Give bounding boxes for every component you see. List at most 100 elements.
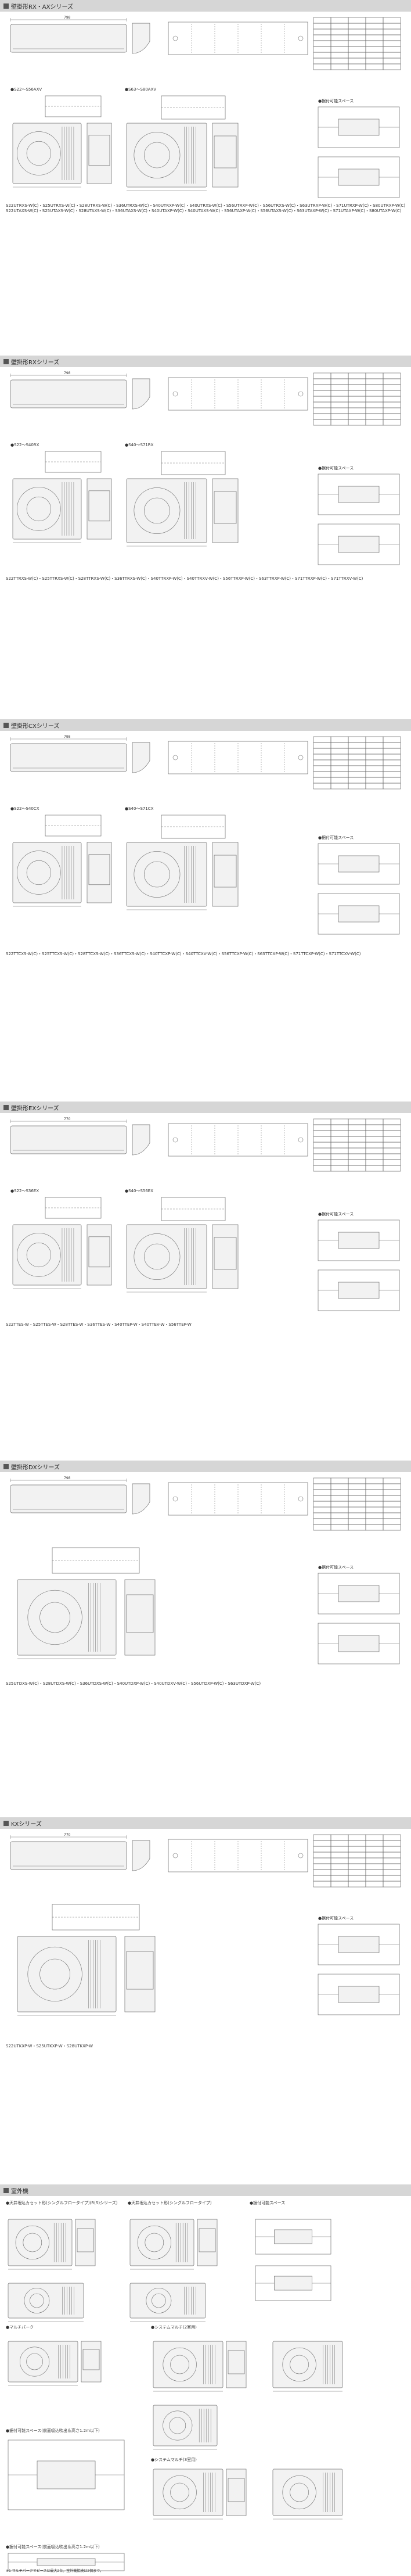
pipe-hole [172,1137,178,1143]
outdoor-unit-front [12,842,82,903]
indoor-unit-back [168,377,308,411]
spec-table-cell [348,1130,366,1137]
section-ex: 壁掛形EXシリーズ [0,1102,411,1459]
installation-space-title: ●据付可能スペース [318,835,354,840]
spec-table-cell [313,23,331,30]
spec-table-cell [383,1142,401,1149]
pipe-hole [298,1137,304,1143]
section-header: 壁掛形RX・AXシリーズ [0,0,411,12]
spec-table-cell [365,419,384,426]
installation-space-unit [338,1282,380,1299]
spec-table-cell [348,1142,366,1149]
spec-table-cell [313,40,331,47]
outdoor-fan-grille [17,131,61,175]
spec-table-cell [313,771,331,778]
spec-table-cell [383,1165,401,1172]
spec-table-cell [348,742,366,749]
outdoor-unit-front [126,123,207,188]
spec-table-cell [313,1512,331,1519]
spec-table-cell [365,1153,384,1160]
spec-table-cell [330,1124,349,1131]
outdoor-unit-side [86,842,112,903]
spec-table-cell [330,1142,349,1149]
outdoor-unit-front [126,478,207,543]
spec-table-cell [365,754,384,760]
spec-table-cell [348,46,366,53]
spec-table-cell [313,1846,331,1853]
spec-table-cell [365,1501,384,1508]
outdoor-unit-side [212,478,239,543]
spec-table-cell [348,28,366,35]
spec-table-cell [365,1518,384,1525]
installation-space-title: ●据付可能スペース [318,99,354,103]
outdoor-fan-hub [26,2353,43,2370]
outdoor-fan-hub [26,141,51,166]
outdoor-item-title: ●システムマルチ(3室用) [151,2457,197,2462]
spec-table-cell [383,384,401,391]
spec-table-cell [313,28,331,35]
section-dx: 壁掛形DXシリーズ [0,1461,411,1817]
spec-table-cell [330,1477,349,1484]
spec-table-cell [348,1846,366,1853]
spec-table-cell [313,1834,331,1841]
spec-table-cell [313,736,331,743]
pipe-hole [298,391,304,397]
spec-table-cell [365,63,384,70]
spec-table-cell [330,765,349,772]
installation-space-unit [338,855,380,873]
spec-table-cell [348,384,366,391]
spec-table-cell [313,63,331,70]
spec-table-cell [365,46,384,53]
spec-table-cell [383,58,401,64]
installation-space-unit [338,486,380,503]
outdoor-unit-front [126,842,207,907]
outdoor-fan-grille [163,2347,197,2382]
outdoor-variant-b-label: ●S63～S80AXV [125,87,157,92]
spec-table-cell [348,1124,366,1131]
indoor-unit-side [132,742,150,773]
spec-table-cell [348,1495,366,1502]
spec-table-cell [365,1869,384,1876]
spec-table-cell [330,52,349,59]
spec-table-cell [365,1506,384,1513]
spec-table-cell [383,390,401,397]
spec-table-cell [330,754,349,760]
outdoor-unit-side [212,842,239,907]
outdoor-unit-front [129,2219,194,2266]
outdoor-variant-b-label: ●S40～S71RX [125,443,154,447]
indoor-unit-front [10,1484,127,1513]
indoor-unit-side [132,378,150,410]
spec-table-cell [365,765,384,772]
spec-table-cell [313,1142,331,1149]
spec-table-cell [365,759,384,766]
spec-table-cell [313,1881,331,1888]
spec-table-cell [348,1869,366,1876]
spec-table-cell [348,1506,366,1513]
spec-table-cell [330,783,349,790]
indoor-unit-back [168,741,308,774]
installation-space-unit [338,1986,380,2003]
spec-table-cell [383,1857,401,1864]
spec-table-cell [313,52,331,59]
spec-table-cell [330,1518,349,1525]
outdoor-fan-hub [144,142,170,168]
installation-space-unit [338,1635,380,1652]
spec-table-cell [383,736,401,743]
spec-table-cell [348,765,366,772]
dimension-width-label: 798 [64,16,71,20]
indoor-unit-side [132,1124,150,1156]
spec-table-cell [383,1834,401,1841]
outdoor-unit-side [81,2341,102,2383]
spec-table-cell [330,1136,349,1143]
spec-table-cell [330,1857,349,1864]
spec-table-cell [330,1495,349,1502]
spec-table-cell [383,378,401,385]
spec-table-cell [313,1165,331,1172]
spec-table-cell [330,1147,349,1154]
spec-table-cell [313,384,331,391]
spec-table-cell [383,1153,401,1160]
spec-table-cell [313,1869,331,1876]
outdoor-fan-hub [144,861,170,888]
outdoor-valve-cover [88,854,110,885]
spec-table-cell [383,1136,401,1143]
